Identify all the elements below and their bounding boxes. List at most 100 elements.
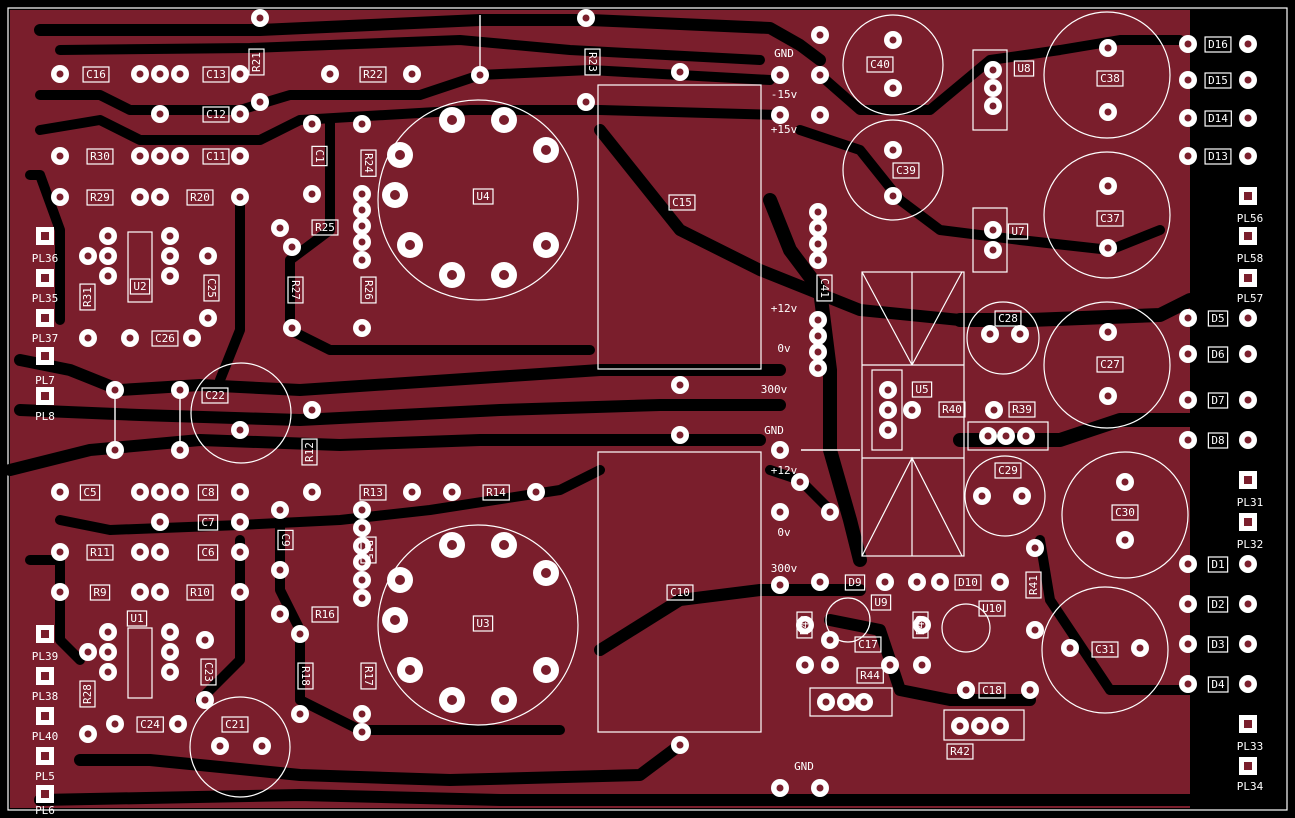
- pad-drill-hole: [358, 120, 366, 128]
- pad-drill-hole: [176, 152, 184, 160]
- pad-drill-hole: [236, 193, 244, 201]
- pad-drill-hole: [358, 524, 366, 532]
- pad-drill-hole: [236, 548, 244, 556]
- pad-drill-hole: [201, 696, 209, 704]
- pad-drill-hole: [889, 146, 897, 154]
- pad-drill-hole: [1244, 76, 1252, 84]
- resistor-label: R42: [950, 745, 970, 758]
- diode-label: D3: [1211, 638, 1224, 651]
- pad-drill-hole: [956, 722, 964, 730]
- pad-drill-hole: [1244, 518, 1252, 526]
- pad-drill-hole: [166, 272, 174, 280]
- pad-drill-hole: [499, 115, 509, 125]
- diode-label: D2: [1211, 598, 1224, 611]
- pad-drill-hole: [56, 193, 64, 201]
- pad-drill-hole: [776, 71, 784, 79]
- capacitor-label: C26: [155, 332, 175, 345]
- resistor-label: R29: [90, 191, 110, 204]
- pad-drill-hole: [296, 710, 304, 718]
- pad-drill-hole: [886, 661, 894, 669]
- pad-drill-hole: [41, 630, 49, 638]
- pad-drill-hole: [390, 615, 400, 625]
- capacitor-label: C18: [982, 684, 1002, 697]
- pad-drill-hole: [776, 784, 784, 792]
- ic-label: U10: [982, 602, 1002, 615]
- resistor-label: R10: [190, 586, 210, 599]
- pad-drill-hole: [676, 381, 684, 389]
- resistor-label: R13: [363, 486, 383, 499]
- pad-drill-hole: [256, 14, 264, 22]
- pad-drill-hole: [889, 36, 897, 44]
- net-label: +12v: [771, 464, 798, 477]
- pad-drill-hole: [447, 540, 457, 550]
- capacitor-label: C5: [83, 486, 96, 499]
- pad-drill-hole: [358, 710, 366, 718]
- pad-drill-hole: [104, 272, 112, 280]
- pad-drill-hole: [776, 111, 784, 119]
- pad-drill-hole: [236, 110, 244, 118]
- capacitor-label: C29: [998, 464, 1018, 477]
- pad-drill-hole: [204, 314, 212, 322]
- pad-drill-hole: [1184, 114, 1192, 122]
- pad-drill-hole: [358, 506, 366, 514]
- pad-drill-hole: [541, 145, 551, 155]
- pad-drill-hole: [288, 324, 296, 332]
- resistor-label: R39: [1012, 403, 1032, 416]
- connector-label: PL37: [32, 332, 59, 345]
- pad-drill-hole: [204, 252, 212, 260]
- pad-drill-hole: [104, 232, 112, 240]
- pad-drill-hole: [1002, 432, 1010, 440]
- pad-drill-hole: [447, 115, 457, 125]
- pad-drill-hole: [358, 238, 366, 246]
- pad-drill-hole: [860, 698, 868, 706]
- pad-drill-hole: [884, 406, 892, 414]
- pad-drill-hole: [41, 752, 49, 760]
- diode-label: D10: [958, 576, 978, 589]
- pad-drill-hole: [822, 698, 830, 706]
- pad-drill-hole: [541, 568, 551, 578]
- pad-drill-hole: [989, 102, 997, 110]
- pad-drill-hole: [1244, 720, 1252, 728]
- capacitor-label: C8: [201, 486, 214, 499]
- ic-label: U5: [915, 383, 928, 396]
- pad-drill-hole: [156, 548, 164, 556]
- resistor-label: R27: [289, 280, 302, 300]
- pad-drill-hole: [236, 588, 244, 596]
- pad-drill-hole: [258, 742, 266, 750]
- pad-drill-hole: [447, 270, 457, 280]
- pad-drill-hole: [1104, 108, 1112, 116]
- connector-label: PL33: [1237, 740, 1264, 753]
- ic-label: U9: [874, 596, 887, 609]
- pad-drill-hole: [826, 636, 834, 644]
- connector-label: PL39: [32, 650, 59, 663]
- pad-drill-hole: [41, 392, 49, 400]
- diode-label: D4: [1211, 678, 1225, 691]
- pad-drill-hole: [499, 695, 509, 705]
- pad-drill-hole: [1104, 328, 1112, 336]
- pad-drill-hole: [881, 578, 889, 586]
- pad-drill-hole: [984, 432, 992, 440]
- ic-label: U8: [1017, 62, 1030, 75]
- connector-label: PL31: [1237, 496, 1264, 509]
- capacitor-outlines: [189, 11, 1189, 798]
- pad-drill-hole: [1244, 680, 1252, 688]
- diode-label: D6: [1211, 348, 1224, 361]
- pad-drill-hole: [41, 232, 49, 240]
- pad-drill-hole: [1244, 232, 1252, 240]
- pad-drill-hole: [166, 232, 174, 240]
- pad-drill-hole: [814, 316, 822, 324]
- pad-drill-hole: [1184, 152, 1192, 160]
- pad-drill-hole: [978, 492, 986, 500]
- pad-drill-hole: [390, 190, 400, 200]
- net-label: 300v: [771, 562, 798, 575]
- pad-drill-hole: [1104, 182, 1112, 190]
- pad-drill-hole: [1184, 680, 1192, 688]
- pad-drill-hole: [676, 741, 684, 749]
- pad-drill-hole: [126, 334, 134, 342]
- pad-drill-hole: [1244, 274, 1252, 282]
- diode-label: D15: [1208, 74, 1228, 87]
- pad-drill-hole: [976, 722, 984, 730]
- resistor-label: R14: [486, 486, 506, 499]
- pad-drill-hole: [56, 70, 64, 78]
